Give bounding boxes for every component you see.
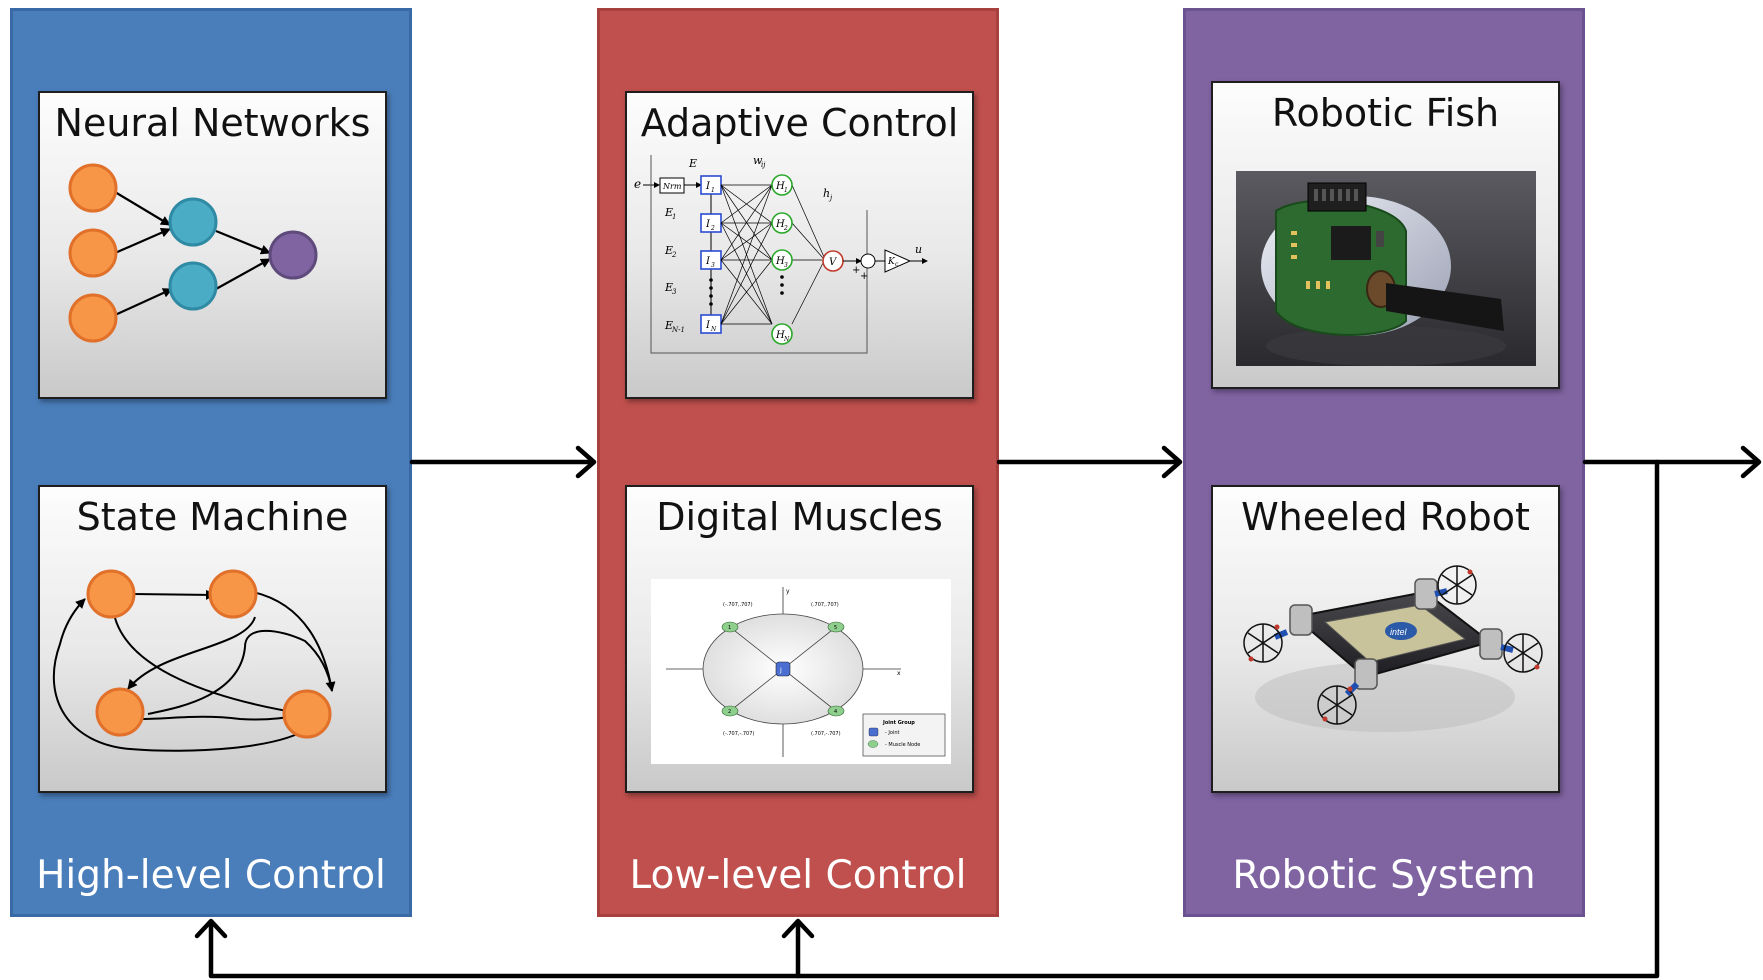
plus-sign-1: + xyxy=(852,265,860,276)
hidden-2-label: H xyxy=(775,219,785,230)
hidden-node-n xyxy=(771,323,793,345)
hidden-1-label: H xyxy=(775,181,785,192)
input-1-subscript: 1 xyxy=(711,187,715,194)
hidden-output-label: h xyxy=(823,187,830,200)
neural-network-graphic xyxy=(68,163,318,343)
output-node xyxy=(268,230,318,280)
input-2-label: I xyxy=(705,219,711,230)
input-n-subscript: N xyxy=(710,326,717,333)
error-n-1-subscript: N-1 xyxy=(671,326,685,334)
hidden-output-subscript: j xyxy=(828,194,833,202)
state-machine-title: State Machine xyxy=(76,495,349,539)
summing-junction xyxy=(860,253,876,269)
input-node xyxy=(68,293,118,343)
input-e-label: e xyxy=(634,177,641,191)
state-node xyxy=(208,569,258,619)
output-u-label: u xyxy=(915,243,922,256)
robotic-fish-card: Robotic Fish xyxy=(1211,81,1560,389)
low-level-control-label: Low-level Control xyxy=(629,853,967,898)
error-1-label: E xyxy=(664,206,673,219)
robotic-system-column: Robotic Fish xyxy=(1183,8,1585,917)
error-3-subscript: 3 xyxy=(672,288,677,296)
error-label: E xyxy=(688,157,697,170)
error-n-1-label: E xyxy=(664,319,673,332)
gain-label: K xyxy=(887,257,896,267)
gain-subscript: c xyxy=(895,261,899,268)
plus-sign-2: + xyxy=(860,271,868,282)
wheeled-robot-image: intel xyxy=(1243,565,1543,732)
hidden-node-3 xyxy=(771,249,793,271)
error-2-subscript: 2 xyxy=(671,251,677,259)
error-3-label: E xyxy=(664,281,673,294)
muscle-node-label: 5 xyxy=(834,625,837,631)
gain-block xyxy=(884,249,912,273)
state-machine-graphic xyxy=(52,569,336,752)
hidden-node-2 xyxy=(771,212,793,234)
robotic-fish-image xyxy=(1236,171,1536,366)
legend-joint: - Joint xyxy=(885,730,899,736)
legend-muscle: - Muscle Node xyxy=(885,742,920,748)
digital-muscles-graphic: x y J 1 5 2 4 (-.707,.707) xyxy=(651,579,951,764)
digital-muscles-title: Digital Muscles xyxy=(656,495,943,539)
input-2-subscript: 2 xyxy=(710,225,715,232)
state-node xyxy=(95,687,145,737)
neural-networks-title: Neural Networks xyxy=(54,101,371,145)
sum-node-label: V xyxy=(829,257,838,268)
error-2-label: E xyxy=(664,244,673,257)
muscle-node-label: 4 xyxy=(834,709,837,715)
robotic-system-label: Robotic System xyxy=(1232,853,1536,898)
axis-y-label: y xyxy=(786,588,790,595)
input-node xyxy=(68,228,118,278)
digital-muscles-card: Digital Muscles x y J xyxy=(625,485,974,793)
weights-subscript: ij xyxy=(761,161,766,169)
weights-label: w xyxy=(753,155,763,167)
high-level-control-label: High-level Control xyxy=(36,853,386,898)
joint-node-label: J xyxy=(779,667,782,674)
hidden-n-subscript: N xyxy=(783,336,790,343)
hidden-node xyxy=(168,261,218,311)
legend-title: Joint Group xyxy=(882,720,915,726)
hidden-n-label: H xyxy=(775,330,785,341)
input-3-subscript: 3 xyxy=(711,262,715,269)
intel-logo-text: intel xyxy=(1390,627,1408,637)
coordinate-label: (-.707,-.707) xyxy=(723,731,754,737)
muscle-node-label: 2 xyxy=(728,709,731,715)
state-node xyxy=(282,689,332,739)
wheeled-robot-card: Wheeled Robot intel xyxy=(1211,485,1560,793)
hidden-1-subscript: 1 xyxy=(784,187,788,194)
coordinate-label: (-.707,.707) xyxy=(723,602,753,608)
state-machine-card: State Machine xyxy=(38,485,387,793)
adaptive-control-title: Adaptive Control xyxy=(640,101,959,145)
input-n-label: I xyxy=(705,320,711,331)
input-node xyxy=(68,163,118,213)
adaptive-control-card: Adaptive Control e Nrm E w ij h j xyxy=(625,91,974,399)
hidden-node-1 xyxy=(771,174,793,196)
wheeled-robot-title: Wheeled Robot xyxy=(1241,495,1530,539)
high-level-control-column: Neural Networks S xyxy=(10,8,412,917)
hidden-node xyxy=(168,197,218,247)
hidden-2-subscript: 2 xyxy=(783,225,788,232)
adaptive-control-block-diagram: e Nrm E w ij h j E 1 E 2 E xyxy=(634,155,928,354)
input-1-label: I xyxy=(705,181,711,192)
neural-networks-card: Neural Networks xyxy=(38,91,387,399)
muscle-node-label: 1 xyxy=(728,625,731,631)
input-3-label: I xyxy=(705,256,711,267)
joint-node xyxy=(775,661,791,677)
hidden-3-label: H xyxy=(775,256,785,267)
low-level-control-column: Adaptive Control e Nrm E w ij h j xyxy=(597,8,999,917)
state-node xyxy=(86,569,136,619)
coordinate-label: (.707,.707) xyxy=(811,602,839,608)
coordinate-label: (.707,-.707) xyxy=(811,731,841,737)
hidden-3-subscript: 3 xyxy=(784,262,788,269)
robotic-fish-title: Robotic Fish xyxy=(1271,91,1500,135)
error-1-subscript: 1 xyxy=(672,213,676,221)
axis-x-label: x xyxy=(897,670,901,677)
normalize-label: Nrm xyxy=(662,182,682,191)
